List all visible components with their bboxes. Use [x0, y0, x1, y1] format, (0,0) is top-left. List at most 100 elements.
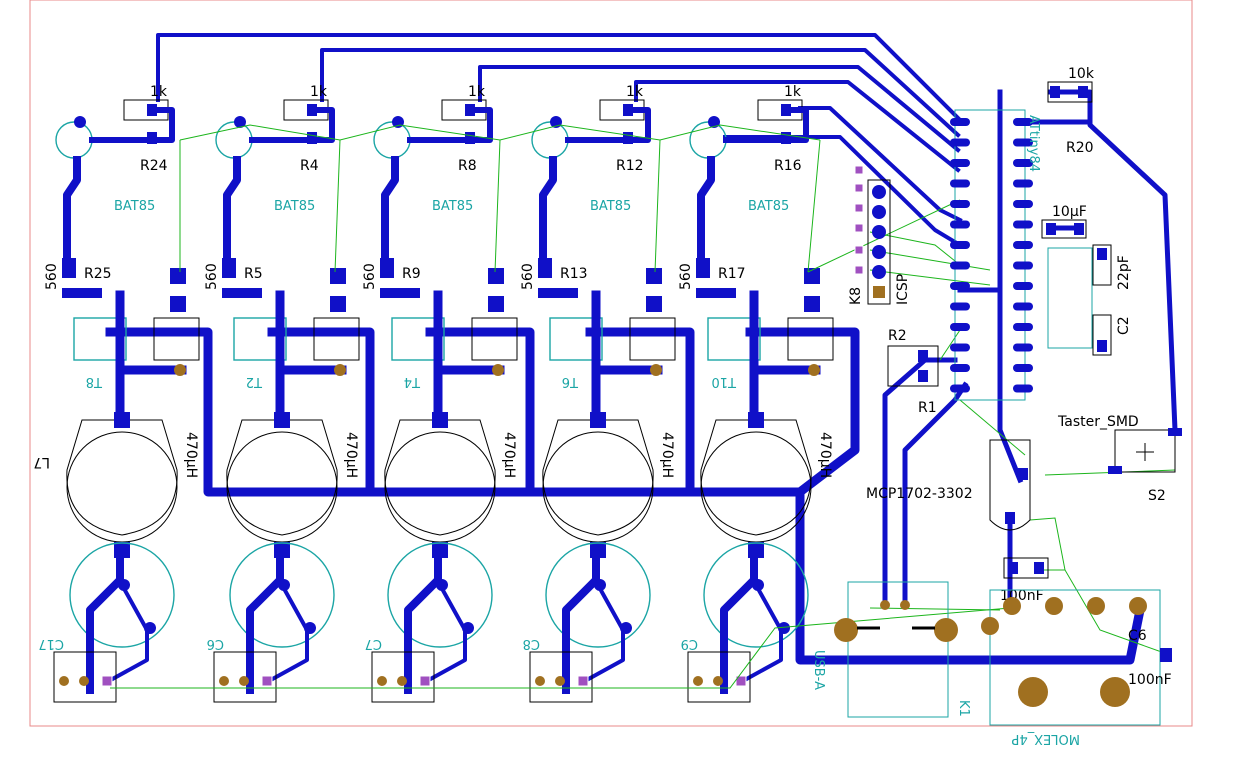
- hole: [650, 364, 662, 376]
- resistor-mid-pad: [222, 258, 236, 278]
- cap-pad: [620, 622, 632, 634]
- inductor-core: [700, 431, 812, 543]
- hole: [808, 364, 820, 376]
- molex-label: MOLEX_4P: [1011, 731, 1080, 746]
- resistor-top-ref: R16: [774, 158, 802, 174]
- mosfet-outline: [707, 317, 761, 361]
- mcu-pin-left: [950, 118, 970, 126]
- hole: [334, 364, 346, 376]
- elcap-outline: [387, 542, 493, 648]
- mcu-pin-left: [950, 220, 970, 229]
- via: [577, 675, 589, 687]
- cap-small-outline: [787, 317, 834, 361]
- hole: [79, 676, 89, 686]
- cap-pad: [144, 622, 156, 634]
- mosfet-outline: [549, 317, 603, 361]
- mosfet-pad: [170, 296, 186, 312]
- usb-a-connector: USB-A K1: [811, 581, 971, 718]
- mcu-pin-left: [950, 138, 970, 147]
- hole: [239, 676, 249, 686]
- inductor-pad: [432, 412, 448, 428]
- hole: [492, 364, 504, 376]
- k1-label: K1: [956, 700, 971, 717]
- transistor-pad: [708, 116, 720, 128]
- resistor-mid-pad: [538, 288, 578, 298]
- mcu-pin-right: [1013, 200, 1033, 208]
- mosfet-pad: [170, 268, 186, 284]
- via: [101, 675, 113, 687]
- cap-track: [404, 551, 442, 694]
- resistor-mid-pad: [222, 288, 262, 298]
- cap-track-thin: [580, 582, 625, 685]
- inductor-value: 470µH: [183, 432, 199, 478]
- hole: [693, 676, 703, 686]
- cap-ref: C8: [523, 636, 540, 651]
- cap-small-outline: [629, 317, 676, 361]
- mcu-chip: ATtiny84: [950, 109, 1041, 401]
- resistor-mid-ref: R9: [402, 266, 421, 282]
- mcu-pin-right: [1013, 138, 1033, 147]
- hole: [174, 364, 186, 376]
- resistor-top-ref: R24: [140, 158, 168, 174]
- via: [854, 203, 864, 213]
- inductor-core: [542, 431, 654, 543]
- resistor-top-value: 1k: [784, 84, 802, 100]
- resistor-top-pad: [307, 104, 317, 116]
- molex-connector: MOLEX_4P 100nF C6: [981, 589, 1172, 746]
- transistor-top-outline: [689, 121, 727, 159]
- crystal-group: 10µF 22pF C2: [1041, 204, 1132, 356]
- via: [854, 245, 864, 255]
- c2-value: 22pF: [1116, 255, 1132, 290]
- resistor-top-ref: R8: [458, 158, 477, 174]
- cap-ref: C9: [681, 636, 698, 651]
- cap-track-thin: [738, 582, 783, 685]
- via: [854, 183, 864, 193]
- elcap-outline: [229, 542, 335, 648]
- mcu-pin-left: [950, 179, 970, 188]
- resistor-mid-pad: [380, 258, 394, 278]
- mcu-pin-left: [950, 343, 970, 352]
- inductor-value: 470µH: [817, 432, 833, 478]
- resistor-mid-value: 560: [44, 263, 60, 290]
- c100n-b: 100nF: [1128, 672, 1172, 688]
- mosfet-outline: [391, 317, 445, 361]
- pushbutton-s2[interactable]: Taster_SMD S2: [1057, 414, 1182, 504]
- inductor-core: [226, 431, 338, 543]
- gate-track: [249, 107, 335, 143]
- hole: [397, 676, 407, 686]
- mcu-pin-right: [1013, 159, 1033, 167]
- connector-outline: [687, 651, 751, 703]
- mcp-label: MCP1702-3302: [866, 486, 973, 502]
- resistor-mid-pad: [696, 258, 710, 278]
- connector-outline: [213, 651, 277, 703]
- resistor-top-pad: [623, 104, 633, 116]
- inductor-pad: [748, 412, 764, 428]
- source-track: [275, 290, 347, 423]
- connector-outline: [529, 651, 593, 703]
- inductor-outline: [226, 419, 338, 536]
- mcu-pin-right: [1013, 302, 1033, 311]
- usb-label: USB-A: [811, 650, 826, 690]
- via: [854, 165, 864, 175]
- r20-ref: R20: [1066, 140, 1094, 156]
- drain-track: [697, 156, 715, 276]
- mcu-pin-left: [950, 302, 970, 311]
- mcu-pin-left: [950, 364, 970, 372]
- cap-ref: C17: [38, 636, 64, 651]
- via: [419, 675, 431, 687]
- resistor-mid-ref: R17: [718, 266, 746, 282]
- resistor-mid-value: 560: [520, 263, 536, 290]
- cap-pad: [436, 579, 448, 591]
- via: [735, 675, 747, 687]
- diode-label: BAT85: [590, 199, 631, 214]
- mosfet-pad: [646, 296, 662, 312]
- diode-label: BAT85: [274, 199, 315, 214]
- mosfet-pad: [330, 268, 346, 284]
- diode-label: BAT85: [748, 199, 789, 214]
- board-outline: [29, 0, 1193, 727]
- hole: [713, 676, 723, 686]
- hole: [535, 676, 545, 686]
- cap-small-outline: [313, 317, 360, 361]
